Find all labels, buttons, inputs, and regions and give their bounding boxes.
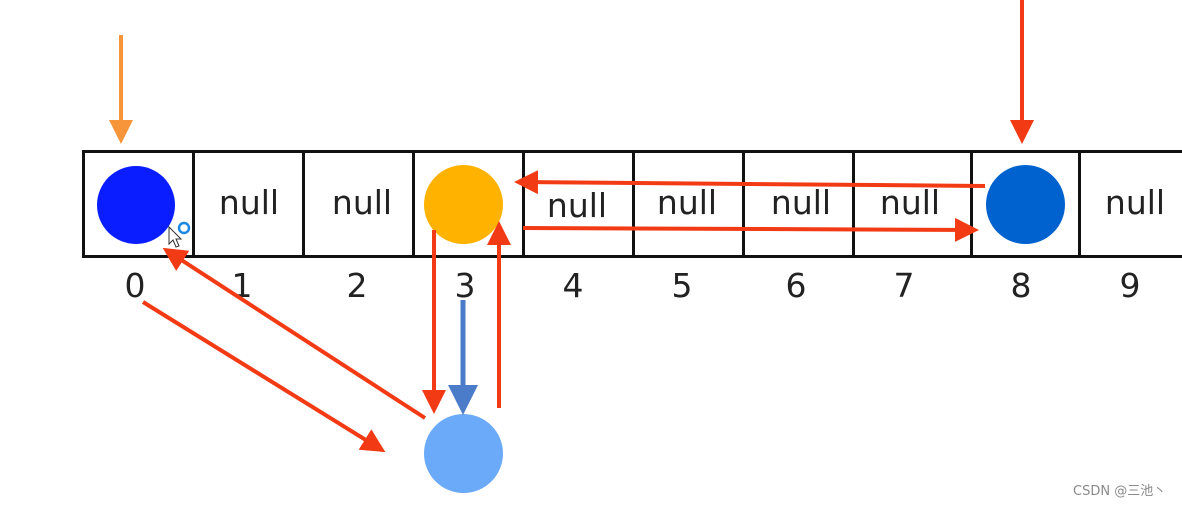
arrow-0-to-light-blue [141,300,386,453]
index-label-2: 2 [346,266,368,305]
node-blue-at-8 [986,165,1065,244]
watermark-text: CSDN @三池丶 [1073,484,1167,499]
index-label-5: 5 [671,266,693,305]
mouse-cursor-icon [168,225,183,248]
arrow-3-to-8 [522,217,979,242]
cell-9-null-label: null [1104,183,1166,222]
array-cell-1 [192,150,302,258]
cursor-ring-icon [177,221,191,235]
arrow-8-to-3 [514,170,986,195]
cell-1-null-label: null [218,183,280,222]
index-label-3: 3 [454,266,476,305]
node-light-blue-below [424,414,503,493]
array-cell-6 [742,150,852,258]
node-dark-blue-at-0 [97,166,175,244]
array-cell-7 [852,150,970,258]
array-cell-0 [82,150,192,258]
array-cell-3 [412,150,522,258]
array-cell-2 [302,150,412,258]
arrow-light-blue-to-0 [162,247,427,420]
array-cell-8 [970,150,1078,258]
index-label-6: 6 [785,266,807,305]
index-label-8: 8 [1010,266,1032,305]
cell-6-null-label: null [770,183,832,222]
index-label-7: 7 [893,266,915,305]
index-label-9: 9 [1119,266,1141,305]
cell-5-null-label: null [656,183,718,222]
index-label-4: 4 [562,266,584,305]
cell-7-null-label: null [879,183,941,222]
array-cell-4 [522,150,632,258]
cell-4-null-label: null [546,186,608,225]
array-cell-9 [1078,150,1182,258]
index-label-0: 0 [124,266,146,305]
array-cell-5 [632,150,742,258]
cell-2-null-label: null [331,183,393,222]
